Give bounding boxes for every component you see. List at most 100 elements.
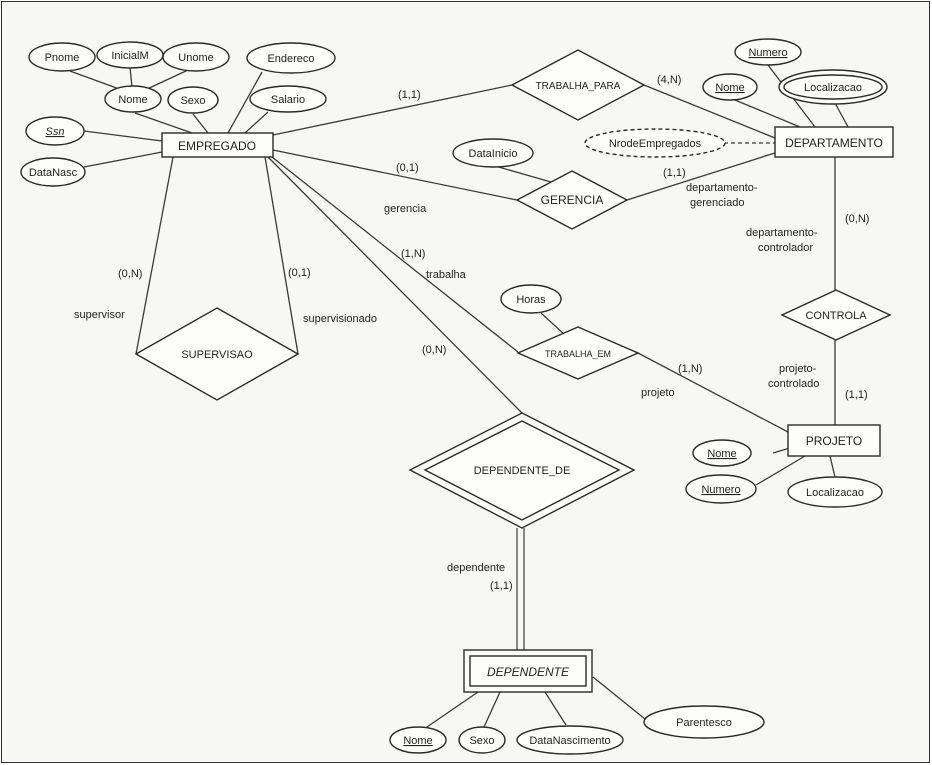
attr-dpd-nome[interactable]: Nome (389, 726, 447, 754)
attr-proj-numero[interactable]: Numero (685, 474, 757, 504)
relationship-trabalha-para[interactable]: TRABALHA_PARA (510, 49, 646, 121)
role-label: controlado (768, 378, 819, 390)
role-label: departamento- (686, 182, 758, 194)
svg-text:Nome: Nome (403, 735, 432, 747)
svg-text:Parentesco: Parentesco (676, 717, 732, 729)
relationship-trabalha-em-label: TRABALHA_EM (545, 349, 611, 359)
cardinality-label: (0,1) (288, 267, 311, 279)
line-localizacao-proj (829, 455, 836, 478)
attr-endereco[interactable]: Endereco (246, 42, 336, 74)
role-label: gerencia (384, 203, 427, 215)
line-emp-supervisao-right (264, 156, 299, 355)
relationship-trabalha-em[interactable]: TRABALHA_EM (516, 326, 640, 380)
attr-emp-nome[interactable]: Nome (104, 85, 162, 113)
svg-text:Salario: Salario (271, 94, 305, 106)
cardinality-label: (0,N) (845, 213, 869, 225)
relationship-dependente-de[interactable]: DEPENDENTE_DE (408, 412, 636, 529)
svg-text:Numero: Numero (701, 484, 740, 496)
role-label: departamento- (746, 227, 818, 239)
relationship-controla-label: CONTROLA (805, 310, 867, 322)
svg-text:Sexo: Sexo (469, 735, 494, 747)
relationship-gerencia-label: GERENCIA (541, 193, 604, 207)
svg-text:Nome: Nome (707, 448, 736, 460)
attr-proj-localizacao[interactable]: Localizacao (787, 476, 883, 508)
attr-pnome[interactable]: Pnome (28, 42, 96, 72)
line-trabalhapara-dep (643, 84, 776, 139)
svg-text:Localizacao: Localizacao (804, 82, 862, 94)
role-label: dependente (447, 562, 505, 574)
role-label: projeto (641, 387, 675, 399)
relationship-trabalha-para-label: TRABALHA_PARA (536, 81, 621, 92)
attr-proj-nome[interactable]: Nome (692, 439, 752, 467)
relationship-dependente-de-label: DEPENDENTE_DE (474, 465, 571, 477)
line-emp-trabalhaem (271, 156, 519, 353)
attr-dep-nome[interactable]: Nome (702, 73, 758, 101)
attr-dep-numero[interactable]: Numero (734, 38, 802, 66)
role-label: projeto- (779, 363, 817, 375)
cardinalities: (1,1) (4,N) (0,1) (1,1) (0,N) (0,1) (1,N… (118, 74, 869, 592)
svg-text:Nome: Nome (118, 94, 147, 106)
entity-projeto[interactable]: PROJETO (787, 424, 881, 457)
cardinality-label: (1,1) (845, 389, 868, 401)
cardinality-label: (1,1) (490, 580, 513, 592)
svg-text:Unome: Unome (178, 52, 213, 64)
line-trabalhaem-proj (637, 352, 789, 433)
attr-salario[interactable]: Salario (249, 85, 327, 113)
cardinality-label: (4,N) (657, 74, 681, 86)
svg-text:Ssn: Ssn (46, 126, 65, 138)
svg-text:Pnome: Pnome (45, 52, 80, 64)
line-parentesco-dependente (592, 676, 646, 720)
svg-text:NrodeEmpregados: NrodeEmpregados (609, 138, 702, 150)
svg-text:Sexo: Sexo (180, 95, 205, 107)
relationship-gerencia[interactable]: GERENCIA (515, 170, 629, 230)
attributes: Pnome InicialM Unome Endereco Nome Sexo (20, 38, 888, 755)
svg-text:Endereco: Endereco (267, 53, 314, 65)
cardinality-label: (1,1) (663, 167, 686, 179)
cardinality-label: (0,1) (396, 162, 419, 174)
line-datainicio-gerencia (494, 165, 559, 185)
line-emp-trabalhapara (272, 84, 513, 136)
line-sexo-dependente (483, 691, 501, 728)
attr-horas[interactable]: Horas (500, 284, 562, 314)
entity-departamento[interactable]: DEPARTAMENTO (774, 126, 894, 158)
attr-datanascimento[interactable]: DataNascimento (516, 725, 624, 755)
line-localizacao-dep (834, 102, 849, 128)
entity-empregado[interactable]: EMPREGADO (161, 132, 274, 158)
attr-unome[interactable]: Unome (162, 42, 230, 72)
svg-text:Numero: Numero (748, 47, 787, 59)
attr-localizacao-multivalued[interactable]: Localizacao (778, 69, 888, 105)
entity-projeto-label: PROJETO (806, 434, 862, 448)
attr-dpd-sexo[interactable]: Sexo (458, 726, 506, 754)
line-sexo-empregado (192, 113, 209, 134)
attr-nrodeempregados-derived[interactable]: NrodeEmpregados (584, 128, 726, 158)
cardinality-label: (1,N) (401, 248, 425, 260)
role-label: supervisor (74, 309, 125, 321)
line-salario-empregado (244, 111, 269, 134)
role-label: controlador (758, 242, 813, 254)
attr-inicialm[interactable]: InicialM (96, 41, 164, 69)
attr-ssn[interactable]: Ssn (25, 116, 85, 146)
svg-text:DataInicio: DataInicio (469, 148, 518, 160)
line-pnome-nome (69, 70, 123, 91)
relationship-controla[interactable]: CONTROLA (780, 289, 892, 341)
relationship-supervisao-label: SUPERVISAO (181, 349, 253, 361)
relationship-supervisao[interactable]: SUPERVISAO (134, 307, 300, 401)
svg-text:DataNascimento: DataNascimento (529, 735, 610, 747)
attr-datainicio[interactable]: DataInicio (452, 138, 534, 168)
entity-dependente-label: DEPENDENTE (487, 665, 570, 679)
line-datanascimento-dependente (544, 691, 567, 726)
entity-dependente[interactable]: DEPENDENTE (463, 649, 593, 693)
cardinality-label: (1,1) (398, 89, 421, 101)
attr-parentesco[interactable]: Parentesco (643, 705, 765, 739)
attr-datanasc[interactable]: DataNasc (20, 157, 86, 187)
role-label: supervisionado (303, 313, 377, 325)
attr-sexo[interactable]: Sexo (167, 86, 219, 114)
role-label: gerenciado (690, 197, 744, 209)
line-emp-gerencia (272, 149, 518, 201)
entity-empregado-label: EMPREGADO (178, 139, 256, 153)
role-label: trabalha (426, 269, 467, 281)
line-nome-proj (772, 447, 791, 454)
line-emp-supervisao-left (135, 156, 174, 355)
